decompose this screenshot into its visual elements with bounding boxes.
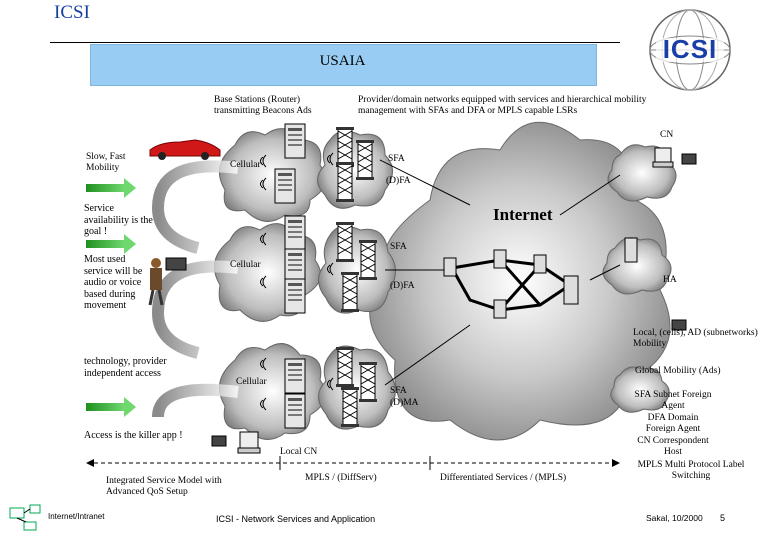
label-dma: (D)MA [390, 398, 419, 408]
mobility-curve-2 [151, 260, 239, 359]
global-cloud [610, 366, 670, 413]
internet-intranet-icon [9, 504, 41, 531]
local-cn-laptop-icon [211, 435, 227, 447]
label-sfa-1: SFA [388, 154, 405, 164]
link-sfa3-internet [384, 324, 471, 386]
label-cn: CN [660, 130, 674, 140]
cn-laptop-icon [681, 153, 697, 165]
title-banner [90, 44, 597, 86]
label-global-mobility: Global Mobility (Ads) [635, 366, 721, 376]
legend-mpls: MPLS Multi Protocol Label Switching [637, 460, 745, 481]
header-title: ICSI [54, 2, 90, 23]
label-differentiated-services: Differentiated Services / (MPLS) [440, 473, 567, 483]
cellular-cloud-1 [218, 128, 327, 222]
label-cellular-2: Cellular [230, 260, 261, 270]
local-cn-computer-icon [239, 431, 259, 449]
label-killer-app: Access is the killer app ! [84, 430, 183, 441]
green-arrow-3 [86, 397, 136, 417]
label-provider-networks: Provider/domain networks equipped with s… [358, 95, 647, 116]
cn-computer-icon [654, 147, 672, 163]
link-internet-cn [559, 174, 621, 216]
green-arrow-2 [86, 234, 136, 254]
legend-dfa: DFA Domain Foreign Agent [645, 413, 701, 434]
label-internet: Internet [493, 205, 553, 224]
label-sfa-2: SFA [390, 242, 407, 252]
icsi-logo [649, 9, 731, 91]
logo-text: ICSI [662, 34, 718, 64]
mobility-curve-1 [151, 160, 239, 254]
header-rule [50, 42, 620, 43]
label-dfa-1: (D)FA [386, 176, 411, 186]
label-mpls-diffserv: MPLS / (DiffServ) [305, 473, 377, 483]
label-dfa-2: (D)FA [390, 281, 415, 291]
label-technology: technology, provider independent access [84, 356, 167, 379]
person-icon [148, 258, 164, 306]
label-local-cn: Local CN [280, 447, 318, 457]
car-icon [149, 139, 221, 160]
mobility-curve-3 [152, 383, 239, 418]
label-ha: HA [663, 275, 677, 285]
link-sfa1-internet [379, 159, 471, 206]
footer-author: Sakal, 10/2000 [646, 513, 703, 523]
ha-cloud [602, 237, 672, 295]
footer-internet-intranet: Internet/Intranet [48, 512, 105, 521]
label-service-availability: Service availability is the goal ! [84, 203, 153, 237]
sfa-cloud-1 [317, 130, 393, 209]
label-base-stations: Base Stations (Router) transmitting Beac… [214, 95, 312, 116]
footer-center: ICSI - Network Services and Application [216, 514, 376, 524]
label-local-mobility: Local, (cells), AD (subnetworks) Mobilit… [633, 328, 758, 349]
label-cellular-3: Cellular [236, 377, 267, 387]
local-laptop-icon [671, 319, 687, 331]
link-internet-ha [589, 264, 621, 281]
legend-sfa: SFA Subnet Foreign Agent [634, 390, 712, 411]
footer-page-number: 5 [720, 513, 726, 523]
ha-server-icon [624, 237, 638, 263]
label-slow-fast: Slow, Fast Mobility [86, 152, 126, 173]
label-cellular-1: Cellular [230, 160, 261, 170]
legend-cn: CN Correspondent Host [637, 436, 709, 457]
label-sfa-3: SFA [390, 386, 407, 396]
green-arrow-1 [86, 178, 136, 198]
laptop-icon [165, 257, 187, 271]
banner-title: USAIA [319, 53, 366, 69]
label-most-used: Most used service will be audio or voice… [84, 254, 143, 311]
internet-backbone [443, 249, 579, 319]
label-integrated-service: Integrated Service Model with Advanced Q… [106, 476, 222, 497]
